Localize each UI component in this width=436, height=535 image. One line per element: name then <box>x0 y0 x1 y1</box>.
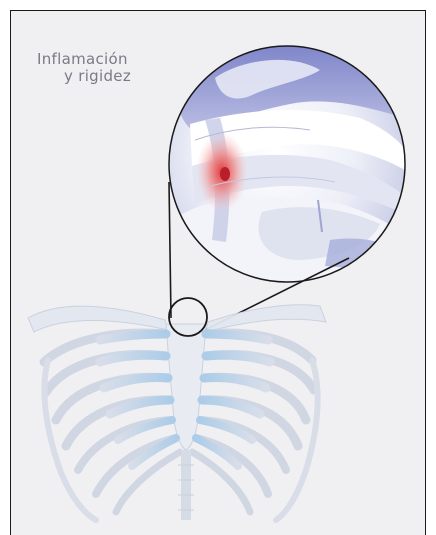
left-ribs <box>44 333 180 520</box>
right-ribs <box>192 333 318 520</box>
ribcage <box>28 305 326 520</box>
magnifier-view <box>169 40 405 290</box>
